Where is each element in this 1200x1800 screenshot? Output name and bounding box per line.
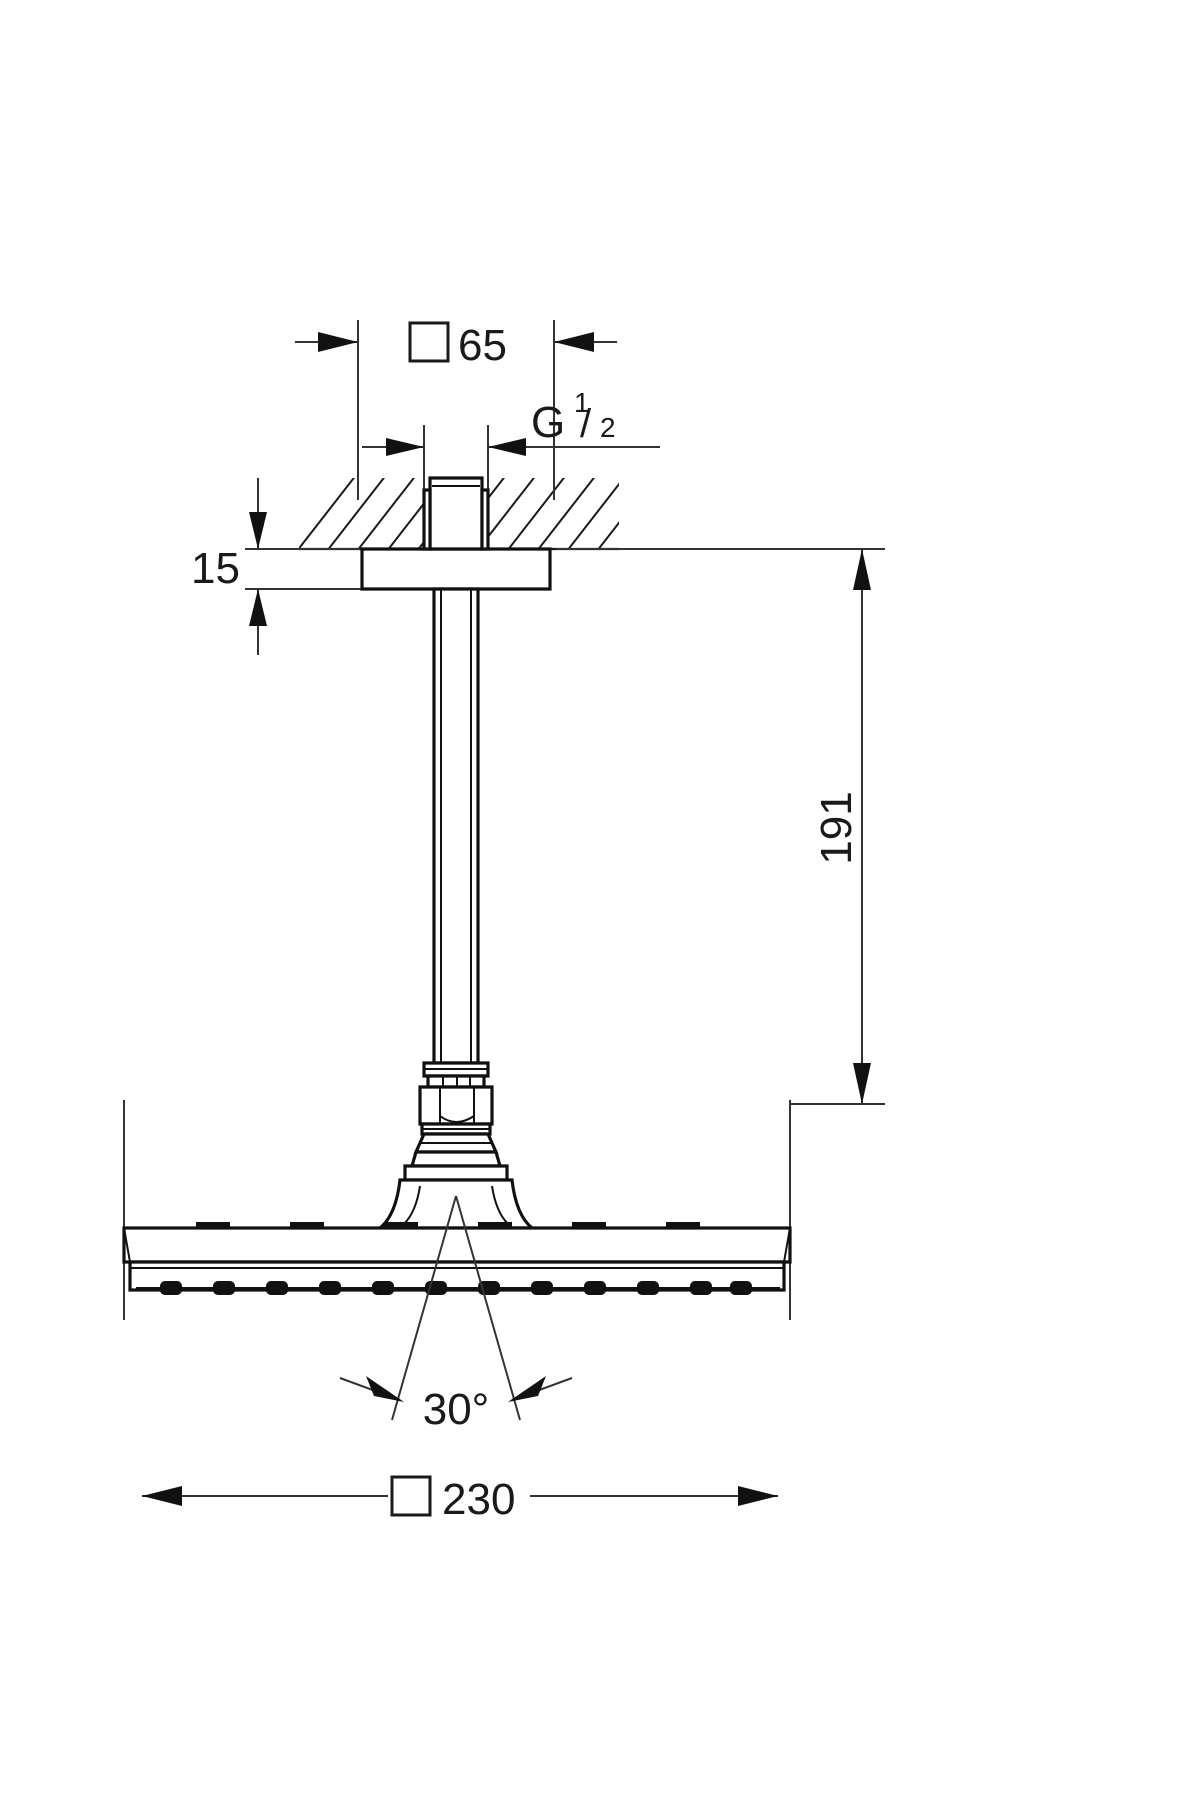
nozzle-row xyxy=(136,1281,780,1295)
extension-lines xyxy=(123,320,885,1320)
dimension-15: 15 xyxy=(191,478,267,655)
square-symbol-65-icon xyxy=(408,321,450,363)
arrow-head-right-30 xyxy=(508,1376,546,1402)
thread-fraction-slash: / xyxy=(580,402,592,446)
dimension-label-30: 30° xyxy=(423,1385,490,1434)
ceiling-plate xyxy=(360,547,552,591)
dimension-30-degrees: 30° xyxy=(339,1376,573,1434)
shower-head-hub xyxy=(375,1150,537,1230)
arrow-head-right-230 xyxy=(738,1486,778,1506)
thread-fraction-numerator: 1 xyxy=(574,387,590,418)
arrow-head-bottom-15 xyxy=(249,589,267,626)
ceiling-hatching xyxy=(299,478,619,551)
inlet-thread-nipple xyxy=(422,476,490,551)
arrow-head-top-15 xyxy=(249,512,267,549)
arrow-head-left-65 xyxy=(318,332,358,352)
dimension-label-230: 230 xyxy=(442,1475,515,1524)
arrow-head-bottom-191 xyxy=(853,1063,871,1104)
arrow-head-left-g-half xyxy=(386,438,424,456)
dimension-label-191: 191 xyxy=(812,791,861,864)
dimension-g-half: G 1 / 2 xyxy=(362,387,660,456)
arrow-head-left-230 xyxy=(142,1486,182,1506)
spray-angle-lines xyxy=(391,1195,521,1421)
arrow-head-right-g-half xyxy=(488,438,526,456)
dimension-191: 191 xyxy=(812,549,871,1104)
arrow-head-top-191 xyxy=(853,549,871,590)
square-symbol-230-icon xyxy=(390,1475,432,1517)
ball-joint-connector xyxy=(413,1061,499,1154)
dimension-label-15: 15 xyxy=(191,544,240,593)
arrow-head-right-65 xyxy=(554,332,594,352)
arrow-head-left-30 xyxy=(366,1376,404,1402)
nozzle-top-marks xyxy=(196,1222,700,1229)
dimension-230: 230 xyxy=(142,1475,778,1524)
shower-head-plate xyxy=(122,1226,792,1292)
thread-fraction-denominator: 2 xyxy=(600,412,616,443)
shower-arm-tube xyxy=(432,587,480,1065)
thread-label-g: G xyxy=(531,398,565,447)
dimension-label-65: 65 xyxy=(458,321,507,370)
dimension-65: 65 xyxy=(295,321,617,370)
